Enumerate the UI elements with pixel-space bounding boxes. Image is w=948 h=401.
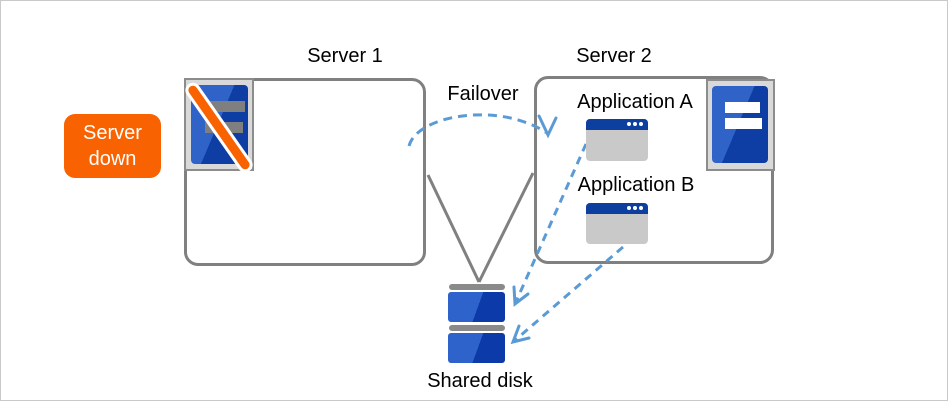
failover-arrow: [407, 113, 548, 147]
server1-title: Server 1: [307, 45, 383, 67]
server2-slot-icon: [725, 102, 760, 113]
app-titlebar-icon: [586, 203, 648, 214]
disk-cap-icon: [449, 325, 505, 331]
application-a-label: Application A: [577, 91, 693, 113]
application-b-label: Application B: [577, 174, 695, 196]
server2-chassis-icon: [712, 86, 768, 163]
window-dots-icon: [627, 206, 643, 210]
server2-slot-icon: [725, 118, 762, 129]
server1-down-icon: [182, 78, 256, 176]
server1-disk-link: [426, 174, 481, 283]
server2-disk-link: [477, 172, 535, 283]
disk-unit-icon: [448, 292, 505, 322]
app-titlebar-icon: [586, 119, 648, 130]
application-a-icon: [586, 119, 648, 161]
application-b-icon: [586, 203, 648, 244]
server-down-badge-label: Server down: [83, 122, 142, 170]
server2-icon: [706, 79, 775, 171]
app-b-arrowhead-icon: [510, 324, 531, 345]
disk-cap-icon: [449, 284, 505, 290]
app-a-arrowhead-icon: [512, 285, 530, 307]
shared-disk-label: Shared disk: [427, 370, 533, 392]
server-down-badge: Server down: [64, 114, 161, 178]
window-dots-icon: [627, 122, 643, 126]
server1-slot-icon: [205, 101, 245, 112]
disk-unit-icon: [448, 333, 505, 363]
server2-title: Server 2: [576, 45, 652, 67]
failover-label: Failover: [447, 83, 519, 105]
